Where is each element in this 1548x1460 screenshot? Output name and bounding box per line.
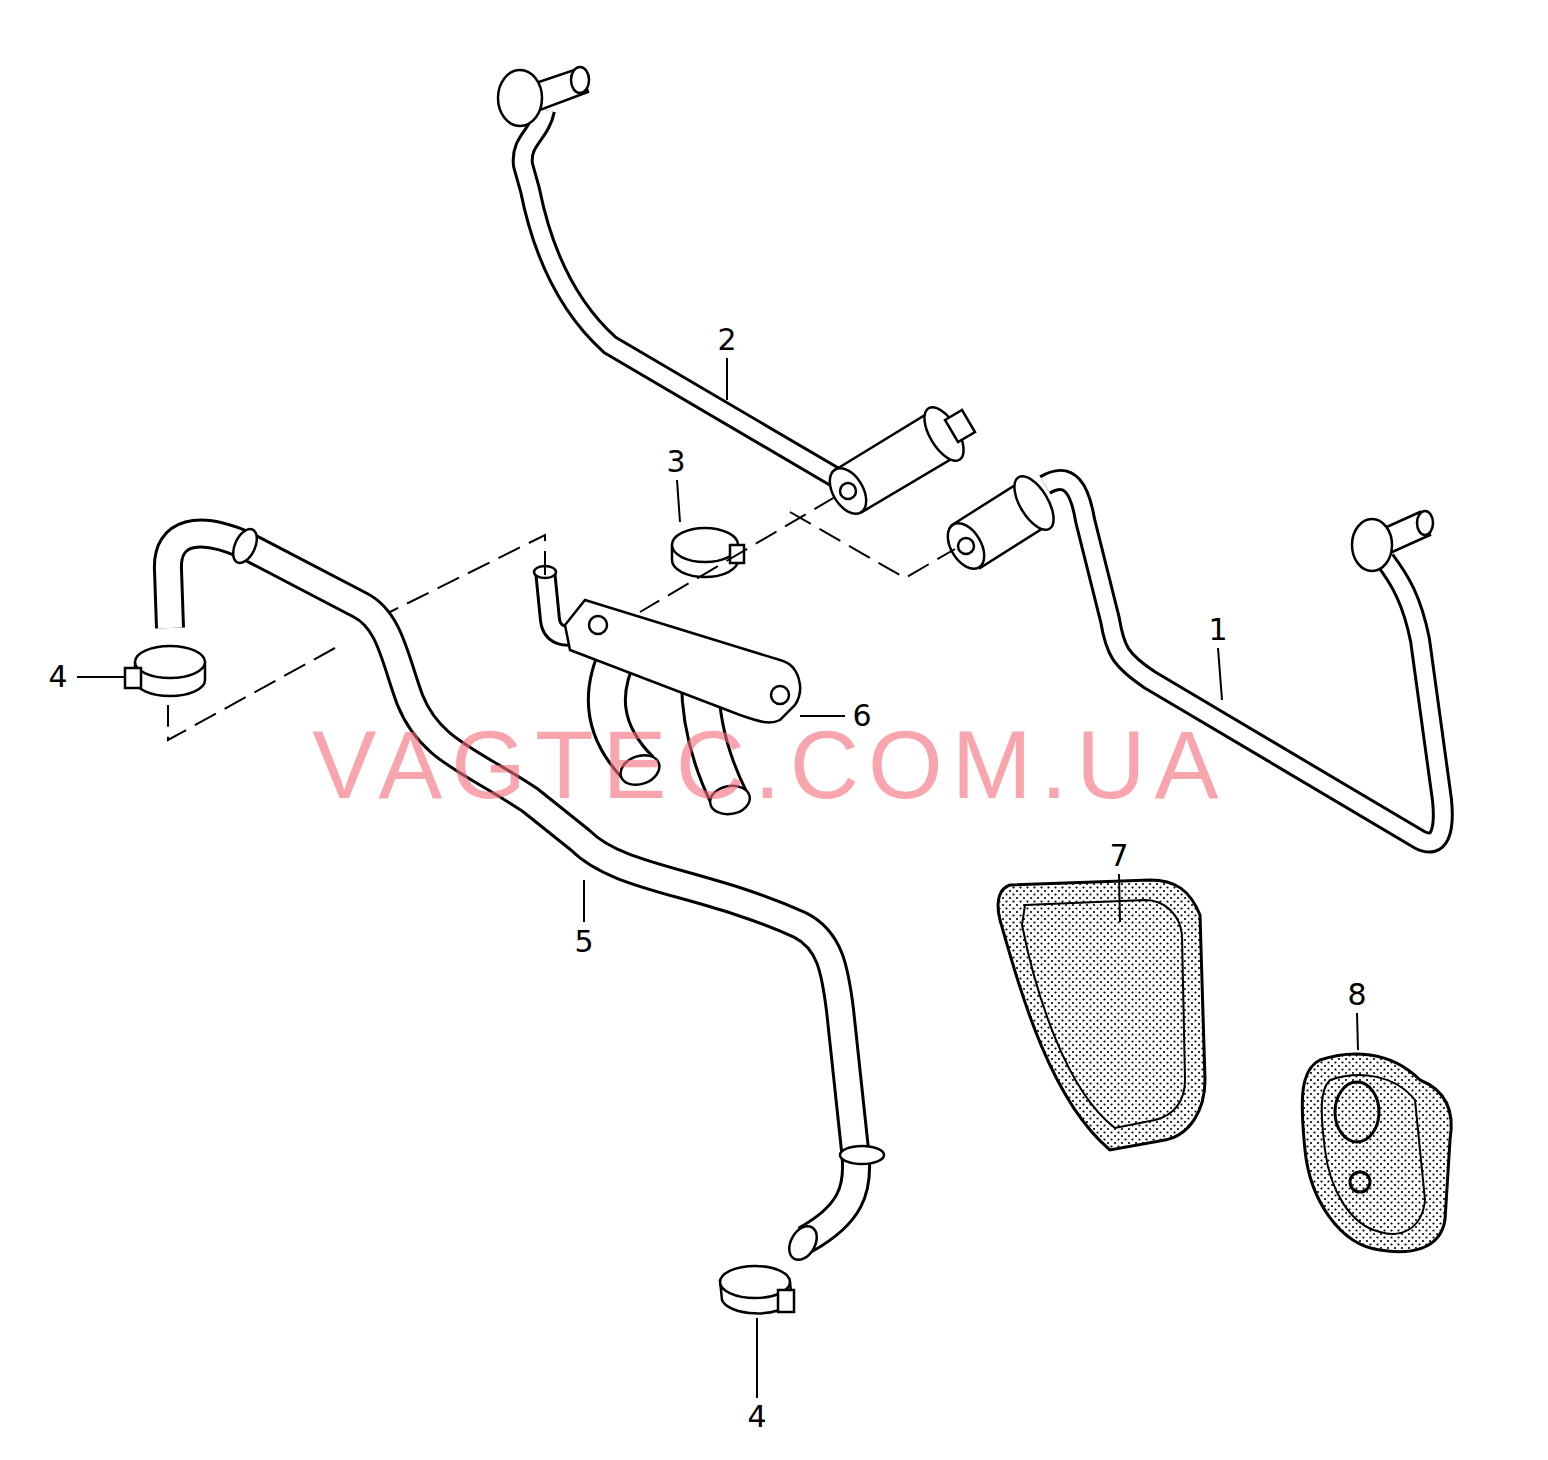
assembly-lines	[168, 497, 955, 740]
callout-number: 2	[714, 324, 739, 356]
callout-number: 4	[45, 661, 70, 693]
callout-number: 4	[744, 1401, 769, 1433]
callout-number: 1	[1205, 614, 1230, 646]
callout-number: 7	[1106, 840, 1131, 872]
pipes	[168, 110, 1443, 1240]
watermark: VAGTEC.COM.UA	[312, 717, 1227, 813]
gaskets	[998, 880, 1451, 1252]
callout-number: 8	[1344, 979, 1369, 1011]
leader-lines	[77, 358, 1358, 1398]
callout-number: 3	[663, 446, 688, 478]
fittings	[125, 67, 1433, 1313]
callout-number: 5	[571, 926, 596, 958]
